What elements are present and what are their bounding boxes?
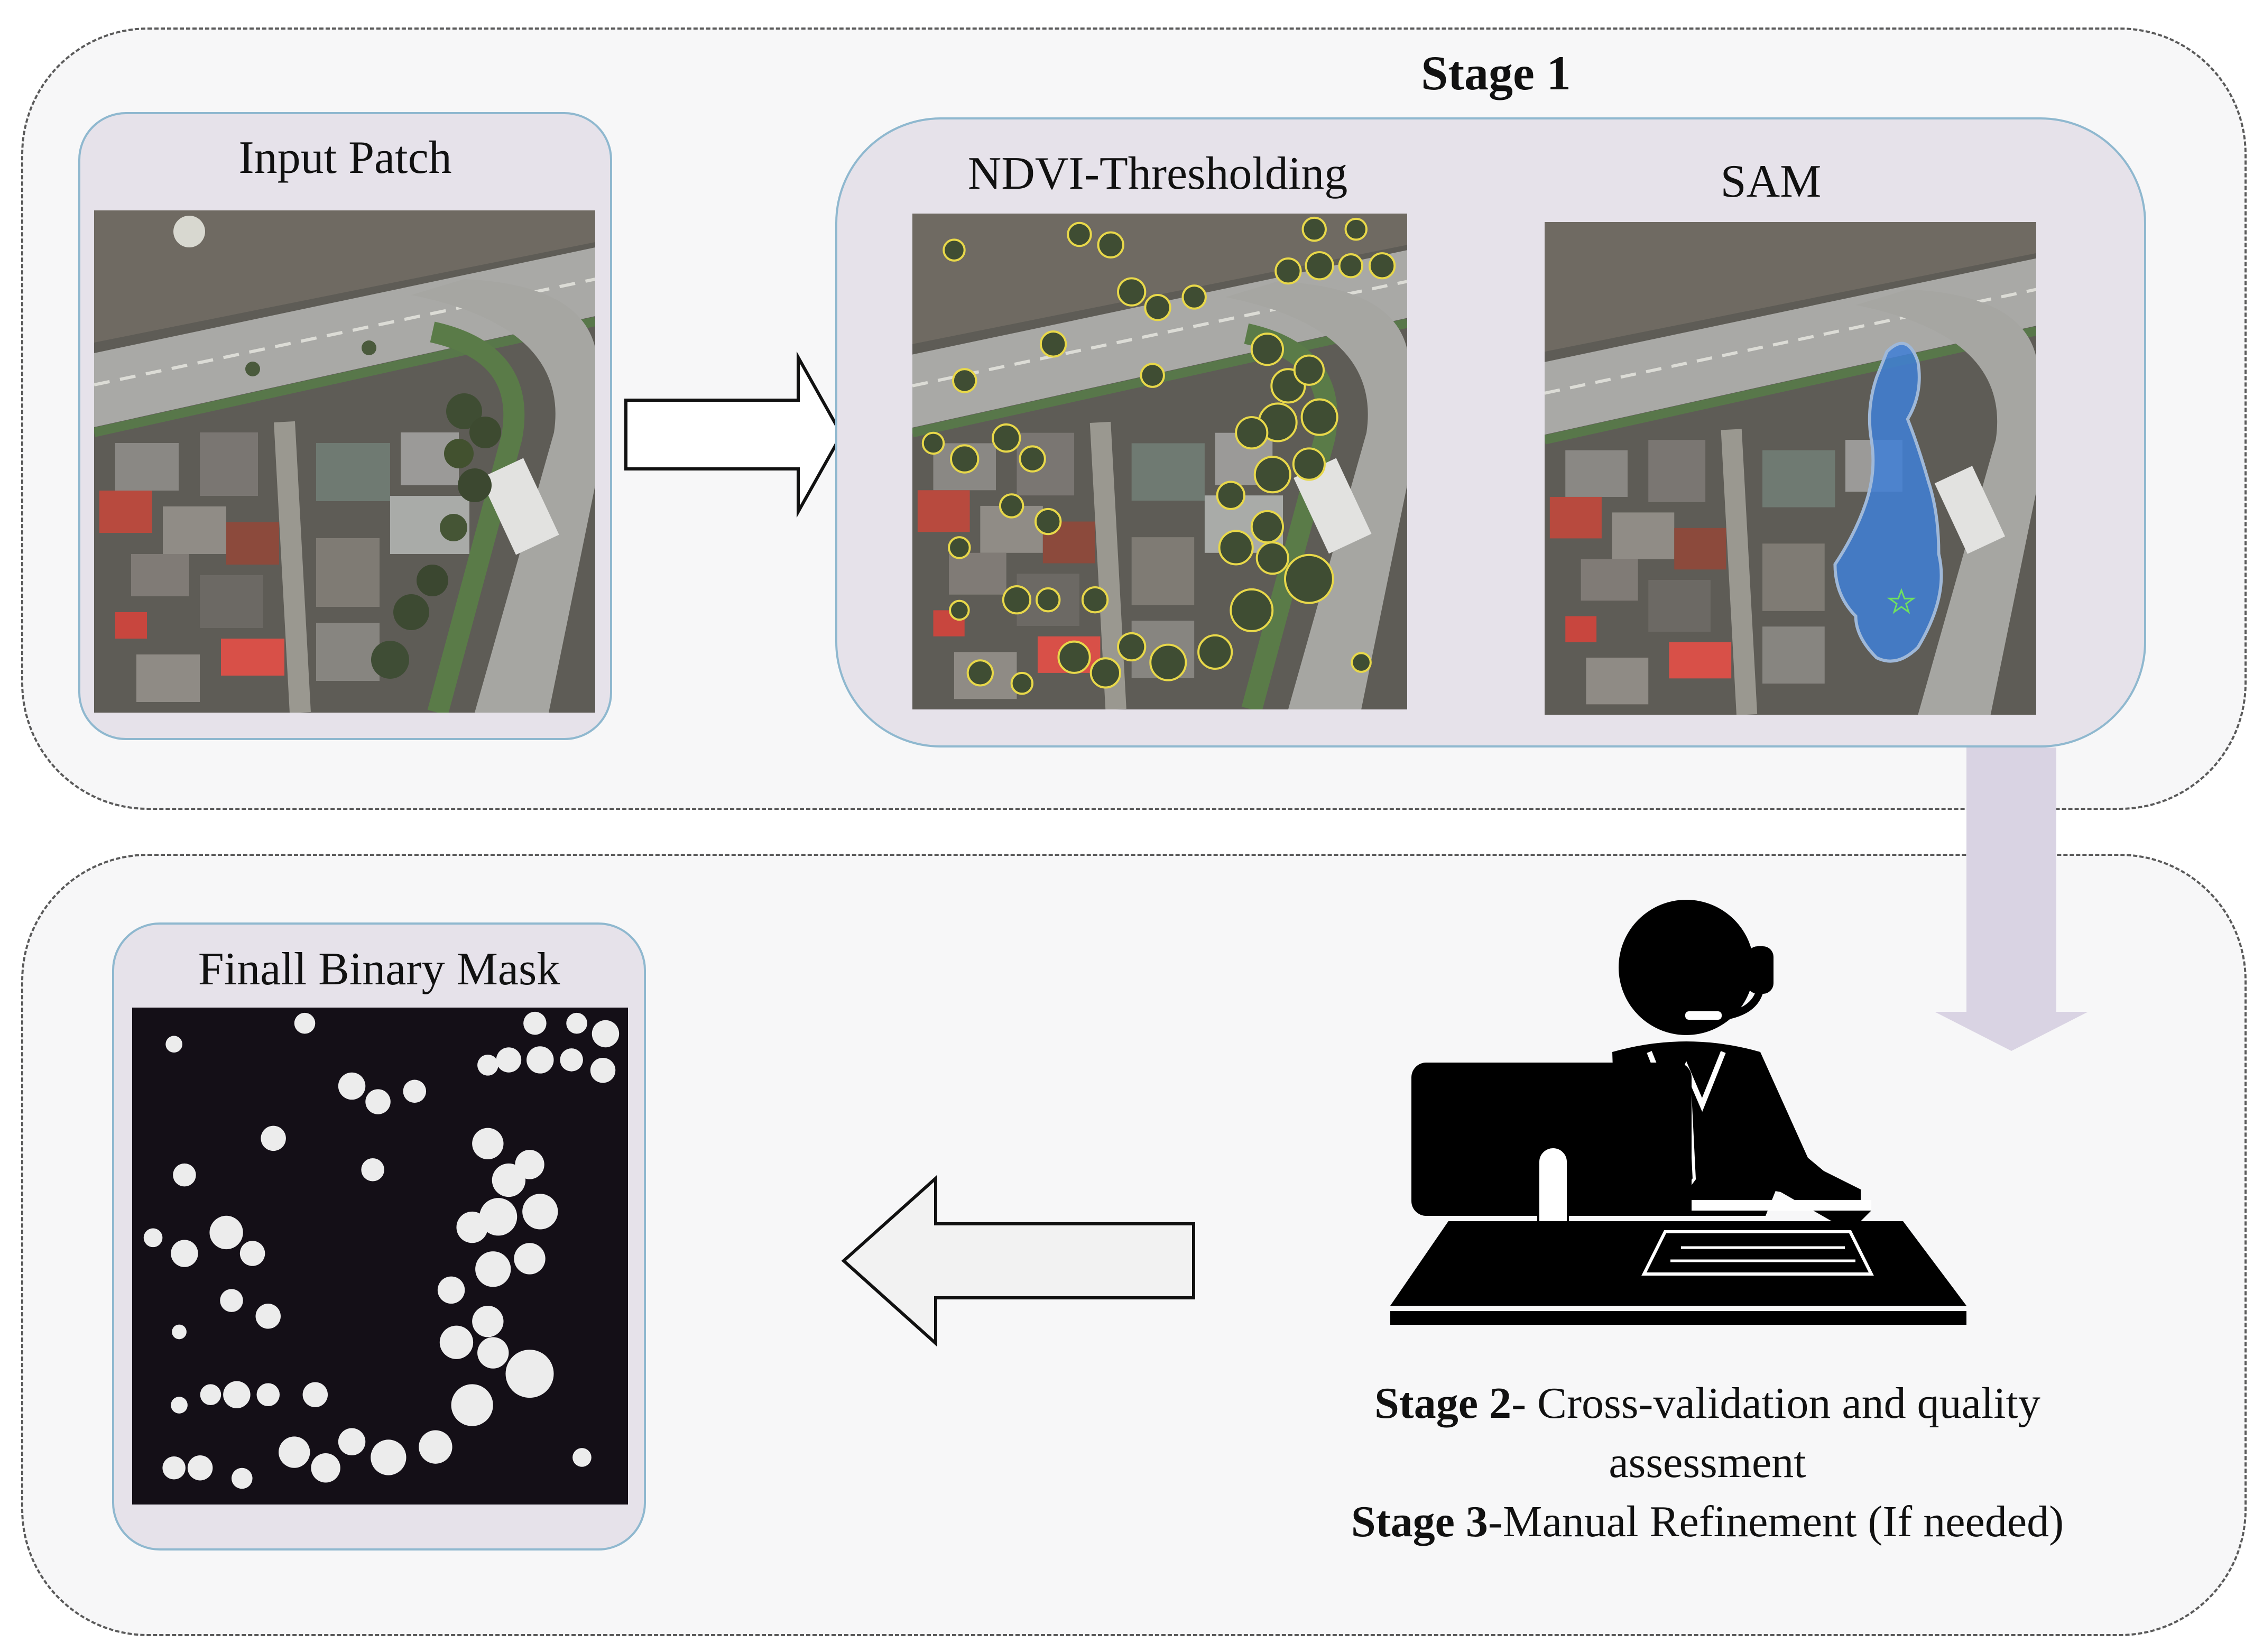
operator-at-desk-icon [1390, 900, 1966, 1325]
stage2-caption-line1: Stage 2- Cross-validation and quality [1269, 1374, 2146, 1432]
down-arrow-icon [1935, 747, 2088, 1051]
stage2-text: - Cross-validation and quality [1511, 1379, 2040, 1428]
sam-image [1545, 222, 2036, 715]
left-arrow-icon [841, 1175, 1195, 1347]
stage3-label: Stage 3 [1351, 1497, 1488, 1546]
stage2-label: Stage 2 [1374, 1379, 1512, 1428]
stage2-caption-line2: assessment [1269, 1434, 2146, 1491]
stage3-text: -Manual Refinement (If needed) [1488, 1497, 2064, 1546]
stage2-text-cont: assessment [1609, 1438, 1806, 1487]
final-binary-mask-image [132, 1008, 629, 1505]
right-arrow-icon [624, 351, 844, 518]
star-icon [1887, 588, 1916, 614]
sam-title: SAM [1720, 156, 1822, 207]
input-patch-image [94, 210, 595, 713]
ndvi-title: NDVI-Thresholding [967, 148, 1348, 199]
stage3-caption: Stage 3-Manual Refinement (If needed) [1269, 1493, 2146, 1551]
ndvi-thresholding-image [912, 214, 1408, 709]
input-patch-title: Input Patch [238, 132, 452, 183]
stage1-title: Stage 1 [1421, 46, 1571, 100]
final-mask-title: Finall Binary Mask [198, 944, 560, 995]
